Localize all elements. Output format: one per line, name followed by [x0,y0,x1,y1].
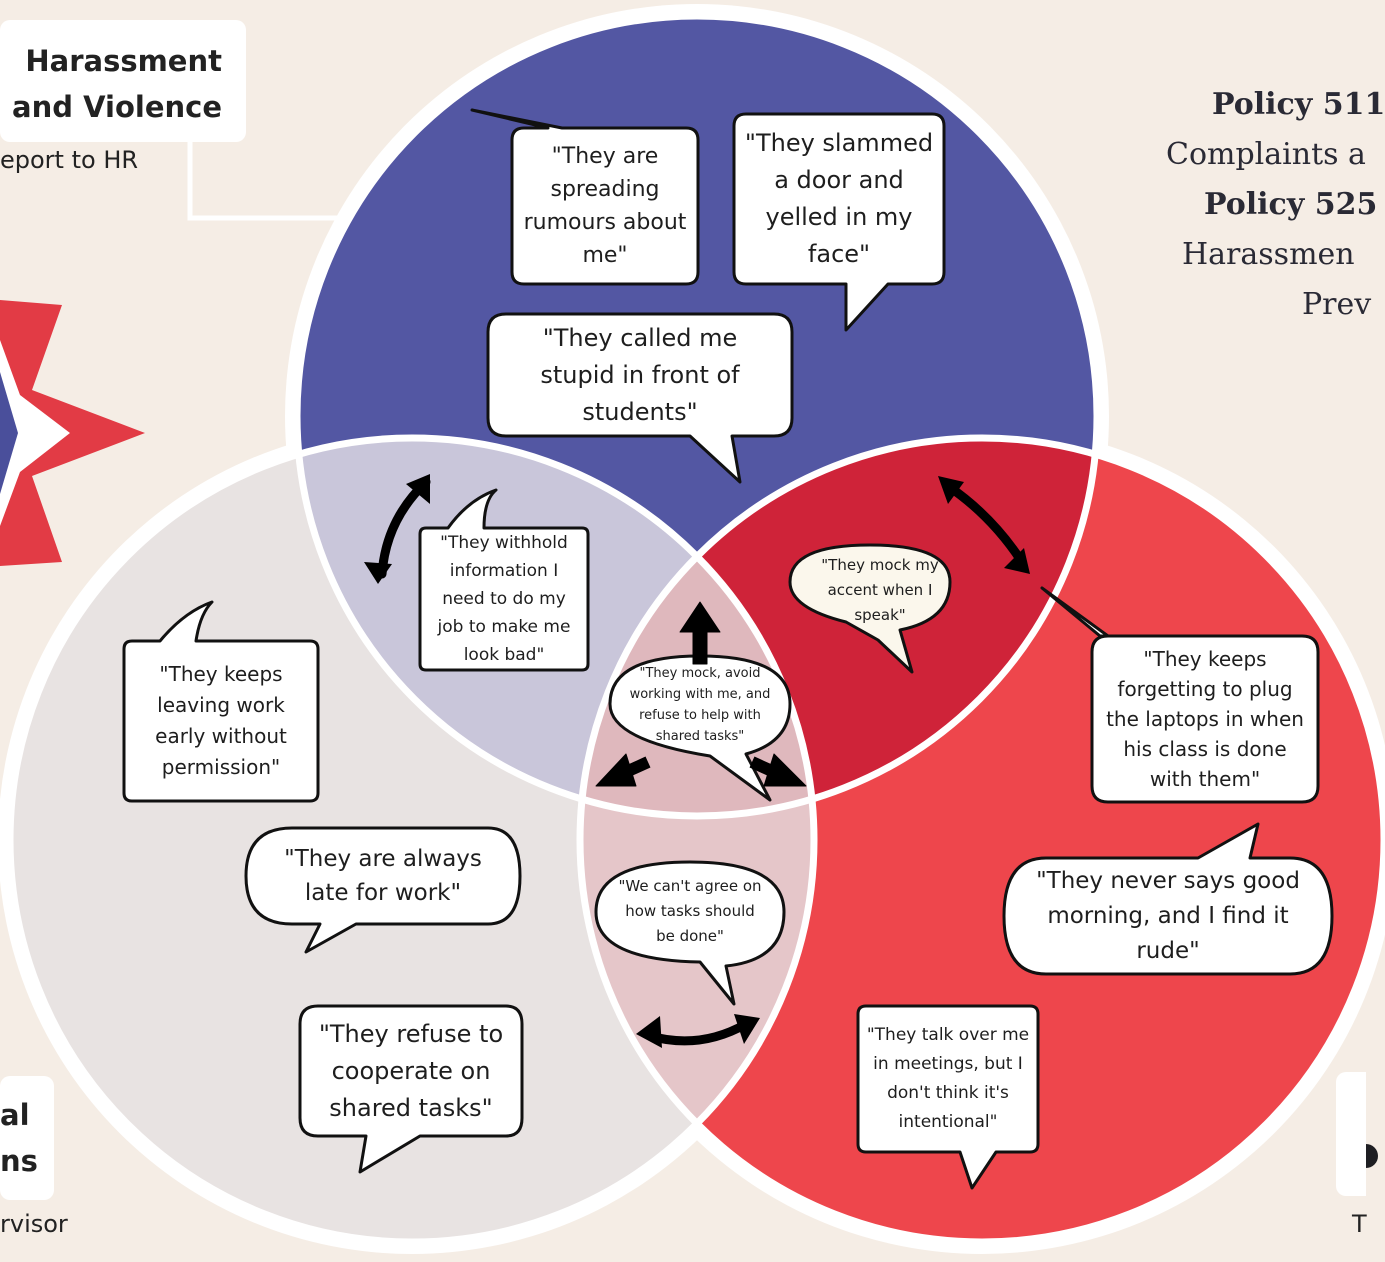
bubble-morning: "They never says good morning, and I fin… [1036,867,1300,964]
bubble-withhold: "They withhold information I need to do … [437,533,571,665]
connector-line [187,140,352,221]
policy-line4: Harassmen [1182,237,1355,272]
bubble-agree: "We can't agree on how tasks should be d… [618,876,762,945]
venn-dividers [6,12,1385,1246]
policy-line3: Policy 525 [1204,187,1378,222]
right-label [1336,1072,1366,1196]
interpersonal-label: al ns [0,1076,54,1200]
interpersonal-line1: al [0,1098,30,1132]
bubble-stupid: "They called me stupid in front of stude… [540,323,740,426]
arrowheads [364,474,1030,1048]
policy-line5: Prev [1302,287,1372,322]
bubble-rumours: "They are spreading rumours about me" [523,144,687,268]
overlap-top-right [580,438,1097,816]
bubble-laptops: "They keeps forgetting to plug the lapto… [1106,647,1304,791]
three-way-arrows [595,601,807,787]
bubble-talk-over: "They talk over me in meetings, but I do… [866,1025,1030,1132]
harassment-line2: and Violence [12,90,222,124]
bubble-late: "They are always late for work" [284,846,482,906]
overlap-top-left [297,438,814,816]
bubble-leaving: "They keeps leaving work early without p… [155,662,287,779]
bubble-shapes [122,108,1334,1190]
bubble-accent: "They mock my accent when I speak" [821,555,939,624]
bubble-center: "They mock, avoid working with me, and r… [629,666,771,744]
right-action: T [1352,1210,1367,1238]
interpersonal-action: rvisor [0,1210,68,1238]
harassment-label: Harassment and Violence [0,20,246,142]
interpersonal-line2: ns [0,1144,38,1178]
bubble-cooperate: "They refuse to cooperate on shared task… [318,1019,504,1122]
policy-line2: Complaints a [1166,137,1366,172]
harassment-line1: Harassment [25,44,222,78]
bubble-slammed: "They slammed a door and yelled in my fa… [744,129,934,268]
compass-star-icon [0,300,145,566]
harassment-action: eport to HR [0,146,139,174]
policy-line1: Policy 511 [1212,87,1385,122]
